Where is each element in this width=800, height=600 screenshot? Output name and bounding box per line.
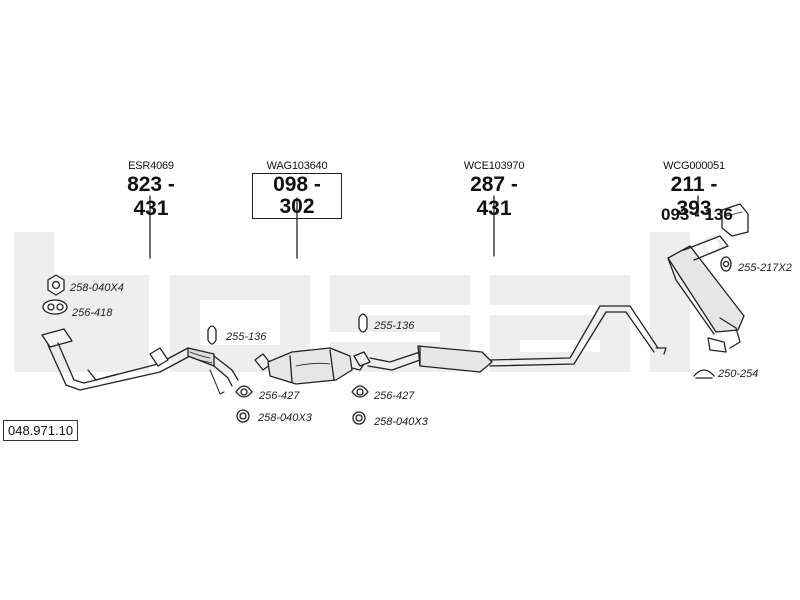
nut-icon-a [236, 409, 250, 423]
callout-part-number: 287 - 431 [470, 173, 518, 220]
gasket-icon-a [235, 385, 253, 398]
label-nut-front: 258-040X4 [70, 282, 124, 294]
catalytic-converter [254, 347, 365, 385]
callout-287-431: WCE103970 287 - 431 [452, 160, 536, 221]
callout-part-number: 823 - 431 [127, 173, 175, 220]
label-hanger-rear: 255-217X2 [738, 262, 792, 274]
bracket-093-136 [721, 203, 749, 237]
gasket-icon-front [42, 299, 68, 315]
label-gasket-b: 256-427 [374, 390, 415, 402]
callout-ref: WCE103970 [463, 160, 525, 172]
callout-part-number: 098 - 302 [252, 173, 342, 219]
clamp-icon-a [207, 325, 217, 345]
callout-ref: ESR4069 [128, 160, 174, 172]
middle-silencer [353, 305, 667, 373]
label-gasket-a: 256-427 [259, 390, 300, 402]
hanger-icon-rear [720, 256, 732, 272]
label-nut-b: 258-040X3 [374, 416, 428, 428]
nut-icon-b [352, 411, 366, 425]
callout-211-393: WCG000051 211 - 393 [652, 160, 736, 221]
label-nut-a: 258-040X3 [258, 412, 312, 424]
clamp-icon-tail [693, 369, 715, 379]
callout-ref: WCG000051 [663, 160, 725, 172]
label-clamp-b: 255-136 [374, 320, 415, 332]
nut-icon-front [47, 274, 65, 296]
gasket-icon-b [351, 385, 369, 398]
front-pipe [41, 328, 239, 395]
diagram-number: 048.971.10 [3, 420, 79, 441]
callout-823-431: ESR4069 823 - 431 [112, 160, 190, 221]
extra-part-number: 093 - 136 [661, 205, 733, 224]
label-gasket-front: 256-418 [72, 307, 113, 319]
label-clamp-tail: 250-254 [718, 368, 759, 380]
callout-ref: WAG103640 [266, 160, 328, 172]
callout-part-number: 211 - 393 [670, 173, 718, 220]
callout-098-302: WAG103640 098 - 302 [252, 160, 342, 219]
clamp-icon-b [358, 313, 368, 333]
label-clamp-a: 255-136 [226, 331, 267, 343]
rear-silencer [667, 235, 745, 353]
